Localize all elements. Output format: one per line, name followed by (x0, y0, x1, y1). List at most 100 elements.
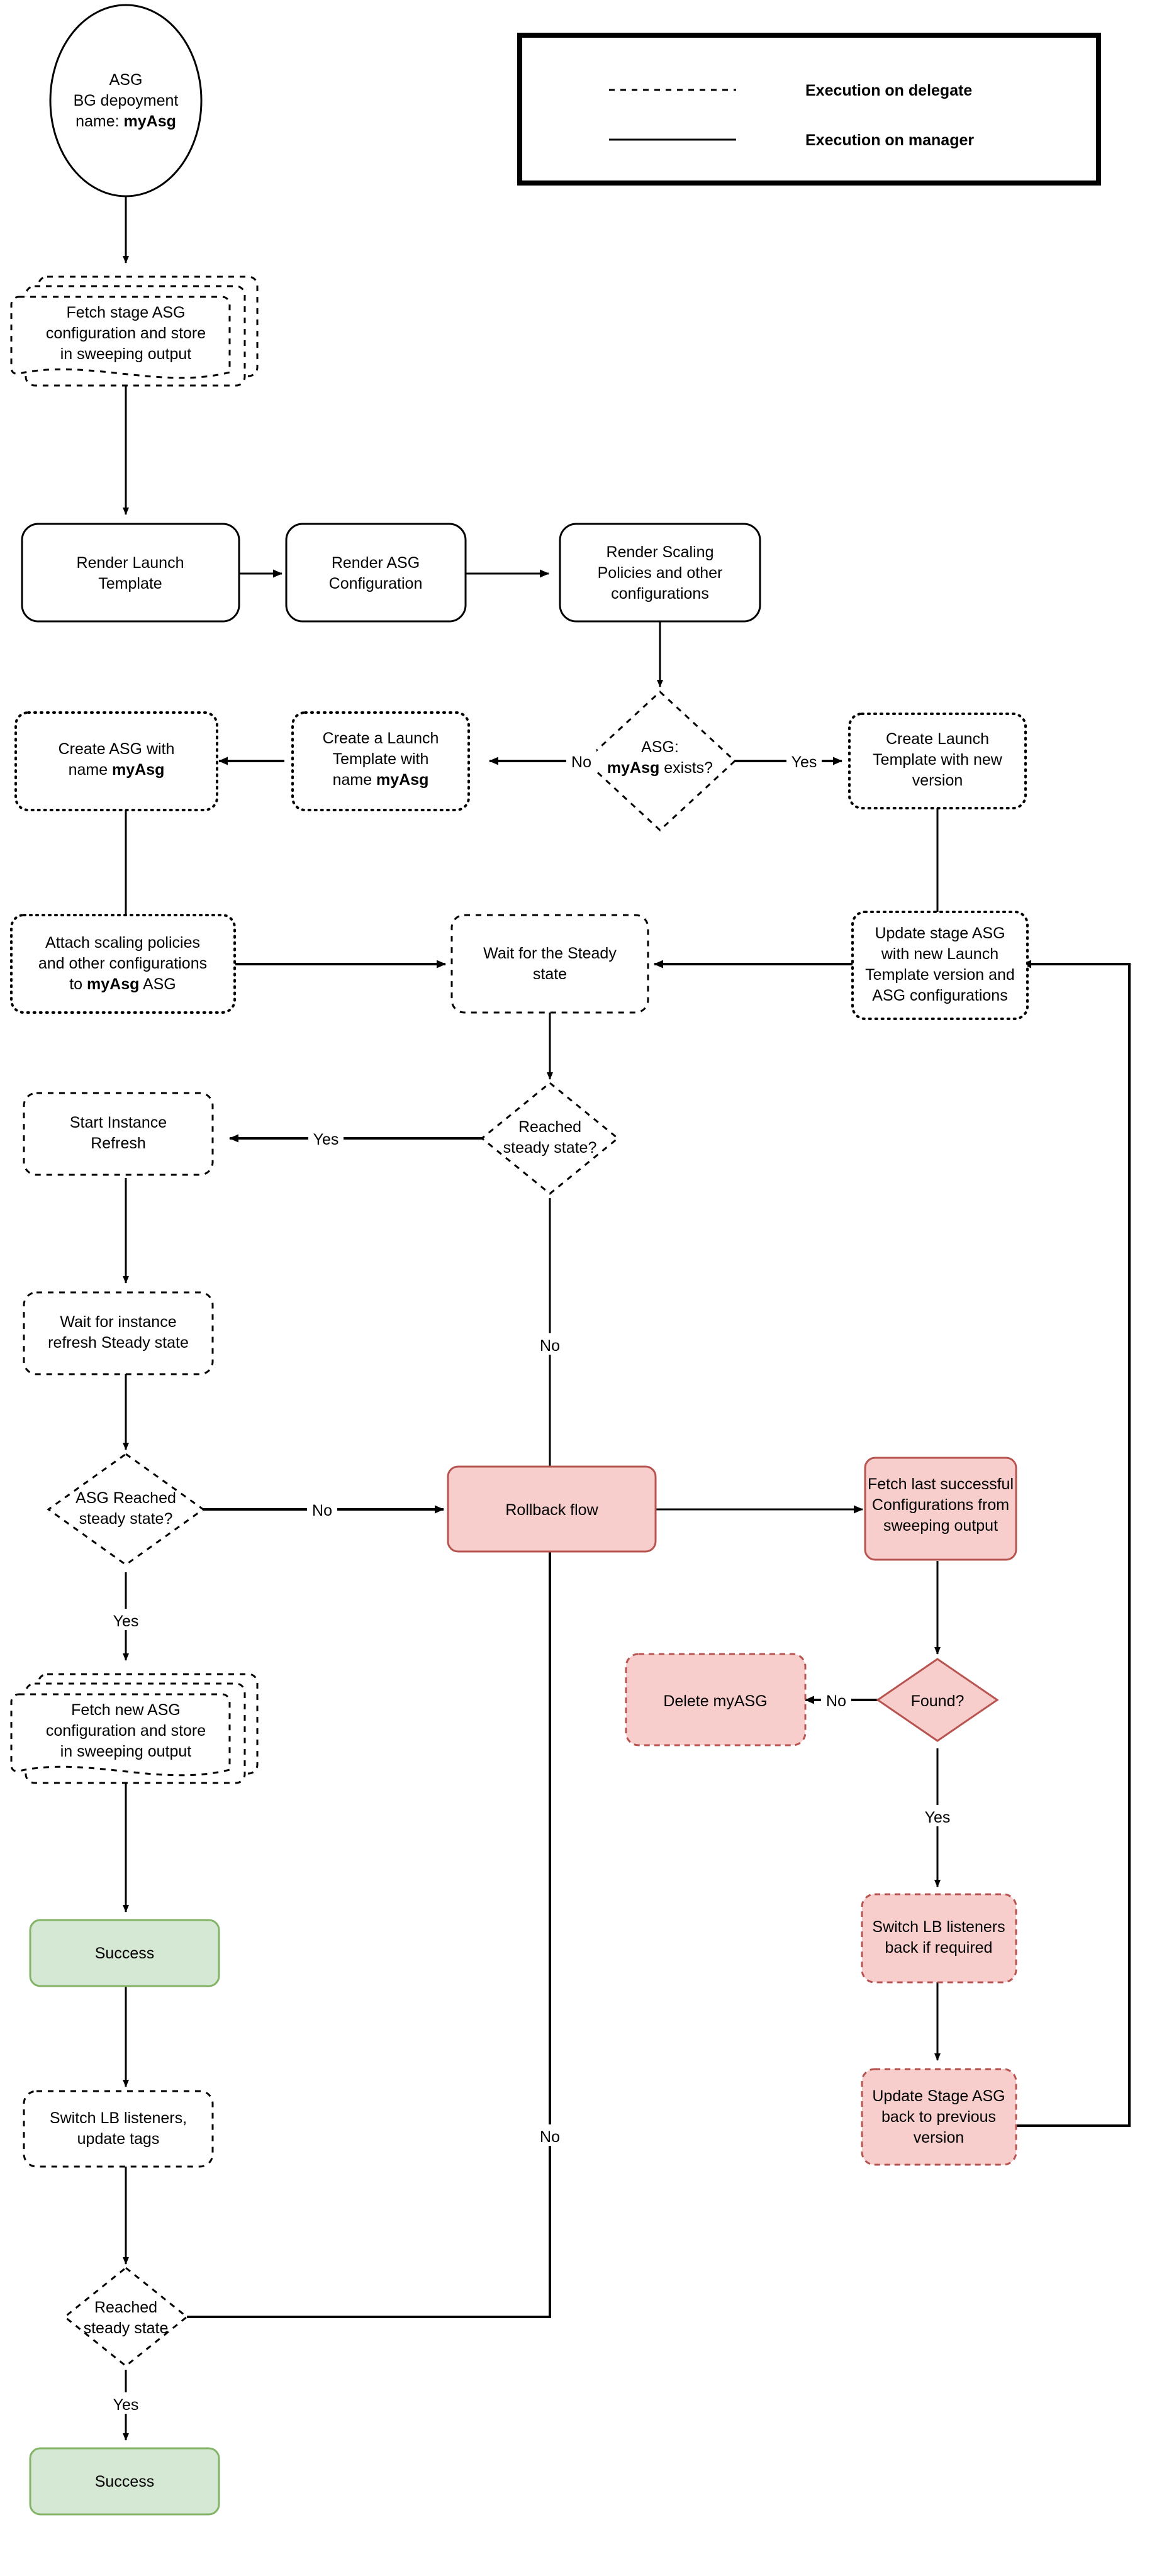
wait-steady-line2: state (533, 965, 567, 983)
render-lt-box[interactable] (21, 523, 240, 623)
switch-lb-tags-box[interactable] (23, 2090, 214, 2168)
start-line3-pre: name: (75, 113, 123, 130)
edge-label-yes-found: Yes (925, 1809, 951, 1826)
found-diamond[interactable] (876, 1658, 999, 1742)
create-lt-new-line3: version (912, 772, 963, 789)
delete-myasg-box[interactable] (625, 1653, 807, 1746)
start-ellipse[interactable] (49, 4, 203, 197)
fetch-new-doc-front[interactable] (10, 1693, 231, 1777)
fetch-stage-line2: configuration and store (46, 325, 206, 342)
create-asg-box[interactable] (14, 711, 218, 811)
attach-scaling-bold: myAsg (87, 975, 139, 993)
node-switch-lb-back[interactable]: Switch LB listeners back if required (861, 1893, 1017, 1984)
node-success-bottom[interactable]: Success (29, 2447, 220, 2516)
update-stage-back-line1: Update Stage ASG (872, 2087, 1005, 2105)
update-stage-back-line2: back to previous (881, 2108, 996, 2126)
attach-scaling-line1: Attach scaling policies (45, 934, 200, 952)
fetch-last-box[interactable] (864, 1457, 1017, 1561)
wait-refresh-box[interactable] (23, 1291, 214, 1375)
asg-exists-diamond[interactable] (583, 690, 737, 832)
node-reached-steady-state-decision[interactable]: Reached steady state? (480, 1082, 620, 1195)
start-refresh-line1: Start Instance (70, 1114, 167, 1131)
label-bg-no1 (566, 750, 596, 771)
node-fetch-new-asg[interactable]: Fetch new ASG configuration and store in… (10, 1673, 259, 1784)
asg-reached-line1: ASG Reached (75, 1489, 176, 1507)
render-scaling-line1: Render Scaling (607, 543, 714, 561)
edge-label-no-found: No (826, 1692, 846, 1710)
node-asg-exists-decision[interactable]: ASG: myAsg exists? (583, 690, 737, 832)
create-lt-named-box[interactable] (291, 711, 470, 811)
create-asg-bold: myAsg (112, 761, 164, 779)
edge-label-group: No Yes Yes No No Yes No Yes Yes No (108, 750, 955, 2414)
start-refresh-box[interactable] (23, 1092, 214, 1176)
label-bg-yes-asg-reached (108, 1609, 143, 1630)
node-wait-for-steady-state[interactable]: Wait for the Steady state (450, 914, 649, 1014)
render-asg-box[interactable] (285, 523, 467, 623)
node-create-asg[interactable]: Create ASG with name myAsg (14, 711, 218, 811)
node-reached-steady-bottom-decision[interactable]: Reached steady state (63, 2267, 189, 2367)
start-line3: name: myAsg (75, 113, 176, 130)
node-start[interactable]: ASG BG depoyment name: myAsg (49, 4, 203, 197)
label-bg-yes-found (920, 1805, 955, 1826)
edge-label-no-bottom: No (540, 2128, 560, 2146)
success-bottom-label: Success (95, 2473, 154, 2490)
reached-steady-diamond[interactable] (480, 1082, 620, 1195)
attach-scaling-box[interactable] (10, 914, 236, 1014)
rollback-flow-label: Rollback flow (505, 1501, 598, 1519)
render-lt-line1: Render Launch (77, 554, 184, 572)
node-create-launch-template-named[interactable]: Create a Launch Template with name myAsg (291, 711, 470, 811)
rollback-flow-box[interactable] (447, 1465, 657, 1553)
edge-no-bottom-to-rollback (187, 1531, 554, 2318)
node-delete-myasg[interactable]: Delete myASG (625, 1653, 807, 1746)
label-bg-yes-bottom (108, 2392, 143, 2414)
node-update-stage-asg[interactable]: Update stage ASG with new Launch Templat… (851, 911, 1029, 1020)
node-update-stage-back[interactable]: Update Stage ASG back to previous versio… (861, 2068, 1017, 2166)
switch-lb-tags-line1: Switch LB listeners, (50, 2109, 187, 2127)
update-stage-asg-line1: Update stage ASG (875, 924, 1005, 942)
fetch-new-line2: configuration and store (46, 1722, 206, 1740)
asg-exists-bold: myAsg (607, 759, 659, 777)
start-line1: ASG (109, 71, 143, 89)
fetch-stage-doc-front[interactable] (10, 296, 231, 379)
start-refresh-line2: Refresh (91, 1135, 146, 1152)
label-bg-yes1 (786, 750, 822, 771)
node-render-asg-configuration[interactable]: Render ASG Configuration (285, 523, 467, 623)
node-asg-reached-steady-decision[interactable]: ASG Reached steady state? (47, 1453, 205, 1566)
success-top-box[interactable] (29, 1919, 220, 1987)
node-found-decision[interactable]: Found? (876, 1658, 999, 1742)
edge-label-yes-bottom: Yes (113, 2396, 139, 2414)
create-lt-new-box[interactable] (848, 713, 1027, 809)
create-asg-line2: name myAsg (69, 761, 165, 779)
update-stage-back-box[interactable] (861, 2068, 1017, 2166)
wait-steady-box[interactable] (450, 914, 649, 1014)
asg-exists-line2: myAsg exists? (607, 759, 713, 777)
render-scaling-box[interactable] (559, 523, 761, 623)
node-wait-instance-refresh[interactable]: Wait for instance refresh Steady state (23, 1291, 214, 1375)
node-create-launch-template-new-version[interactable]: Create Launch Template with new version (848, 713, 1027, 809)
update-stage-back-line3: version (914, 2129, 965, 2146)
node-fetch-last-successful[interactable]: Fetch last successful Configurations fro… (864, 1457, 1017, 1561)
switch-lb-back-box[interactable] (861, 1893, 1017, 1984)
node-start-instance-refresh[interactable]: Start Instance Refresh (23, 1092, 214, 1176)
node-fetch-stage-asg[interactable]: Fetch stage ASG configuration and store … (10, 275, 259, 387)
create-lt-named-pre: name (333, 771, 376, 789)
node-render-launch-template[interactable]: Render Launch Template (21, 523, 240, 623)
node-switch-lb-update-tags[interactable]: Switch LB listeners, update tags (23, 2090, 214, 2168)
node-rollback-flow[interactable]: Rollback flow (447, 1465, 657, 1553)
node-attach-scaling-policies[interactable]: Attach scaling policies and other config… (10, 914, 236, 1014)
attach-scaling-line2: and other configurations (38, 955, 207, 972)
wait-refresh-line1: Wait for instance (60, 1313, 176, 1331)
switch-lb-tags-line2: update tags (77, 2130, 160, 2148)
render-scaling-line2: Policies and other (598, 564, 723, 582)
success-bottom-box[interactable] (29, 2447, 220, 2516)
node-render-scaling-policies[interactable]: Render Scaling Policies and other config… (559, 523, 761, 623)
fetch-stage-line1: Fetch stage ASG (67, 304, 186, 321)
label-bg-no-asg-reached (307, 1498, 337, 1519)
create-asg-pre: name (69, 761, 112, 779)
asg-reached-steady-diamond[interactable] (47, 1453, 205, 1566)
reached-steady-bottom-diamond[interactable] (63, 2267, 189, 2367)
reached-steady-bottom-line1: Reached (94, 2299, 157, 2316)
update-stage-asg-box[interactable] (851, 911, 1029, 1020)
node-success-top[interactable]: Success (29, 1919, 220, 1987)
